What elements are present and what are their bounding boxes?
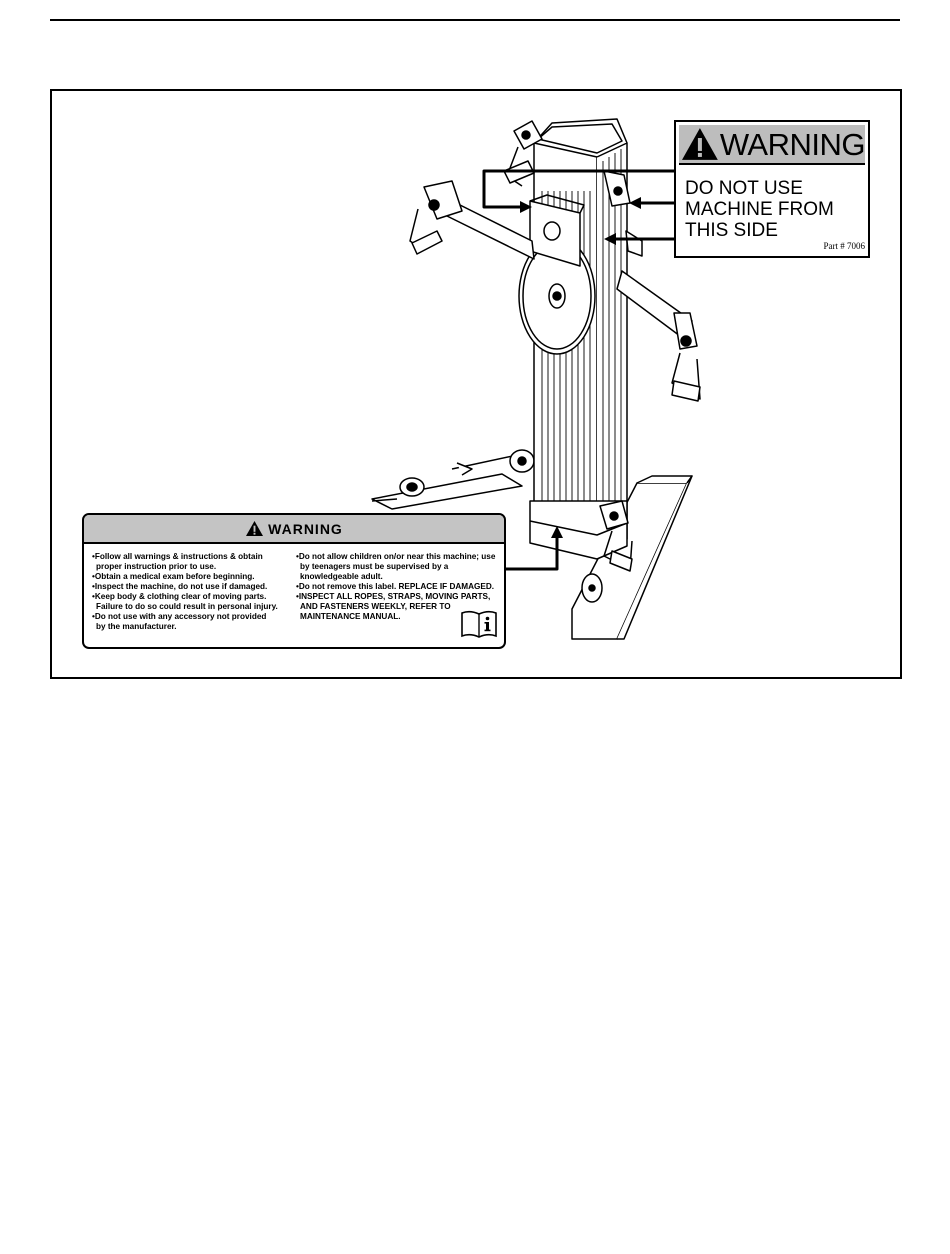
warning-line: by teenagers must be supervised by a xyxy=(300,562,449,571)
figure-frame: WARNING DO NOT USE MACHINE FROM THIS SID… xyxy=(50,89,902,679)
warning-line: by the manufacturer. xyxy=(96,622,177,631)
warning-line: •Do not use with any accessory not provi… xyxy=(92,612,267,621)
exclamation-triangle-icon xyxy=(681,128,718,160)
info-manual-icon xyxy=(461,610,497,638)
machine-illustration xyxy=(371,118,701,640)
main-warning-header: WARNING xyxy=(84,515,504,544)
warning-line: •Do not remove this label. REPLACE IF DA… xyxy=(296,582,495,591)
warning-line: •Inspect the machine, do not use if dama… xyxy=(92,582,268,591)
warning-line: Failure to do so could result in persona… xyxy=(96,602,278,611)
side-warning-label: WARNING DO NOT USE MACHINE FROM THIS SID… xyxy=(674,120,870,258)
part-number: Part # 7006 xyxy=(823,241,866,251)
side-warning-line: THIS SIDE xyxy=(685,220,778,241)
side-warning-line: MACHINE FROM xyxy=(685,199,834,220)
warning-line: knowledgeable adult. xyxy=(300,572,383,581)
side-warning-body: DO NOT USE MACHINE FROM THIS SIDE xyxy=(685,178,834,241)
warning-line: AND FASTENERS WEEKLY, REFER TO xyxy=(300,602,451,611)
side-warning-title: WARNING xyxy=(719,126,866,162)
main-warning-title: WARNING xyxy=(268,520,343,537)
warning-line: •INSPECT ALL ROPES, STRAPS, MOVING PARTS… xyxy=(296,592,491,601)
side-warning-line: DO NOT USE xyxy=(685,178,803,199)
warning-line: •Follow all warnings & instructions & ob… xyxy=(92,552,263,561)
main-warning-label: WARNING •Follow all warnings & instructi… xyxy=(82,513,506,649)
warning-line: MAINTENANCE MANUAL. xyxy=(300,612,401,621)
warning-line: •Do not allow children on/or near this m… xyxy=(296,552,496,561)
side-warning-header: WARNING xyxy=(679,125,866,165)
exclamation-triangle-icon xyxy=(246,520,264,537)
warning-line: proper instruction prior to use. xyxy=(96,562,217,571)
top-rule xyxy=(50,19,900,21)
warning-line: •Obtain a medical exam before beginning. xyxy=(92,572,255,581)
warning-column-right: •Do not allow children on/or near this m… xyxy=(296,552,506,622)
warning-line: •Keep body & clothing clear of moving pa… xyxy=(92,592,267,601)
warning-column-left: •Follow all warnings & instructions & ob… xyxy=(92,552,292,632)
